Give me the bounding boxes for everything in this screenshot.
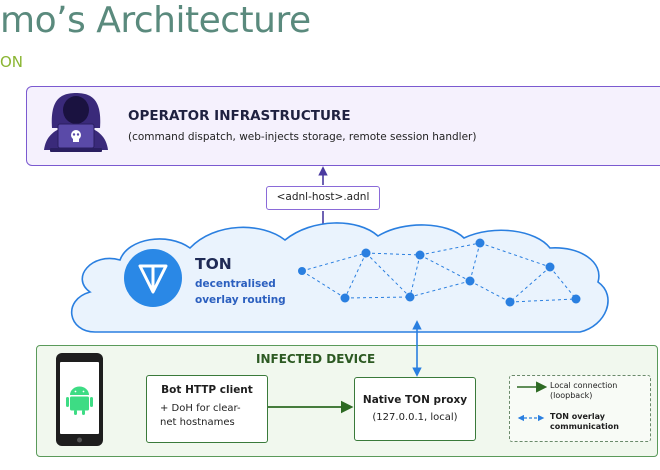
infected-device-title: INFECTED DEVICE (256, 352, 376, 366)
ton-title: TON (195, 255, 232, 273)
ton-subtitle: decentralised overlay routing (195, 278, 286, 306)
operator-title: OPERATOR INFRASTRUCTURE (128, 108, 351, 124)
overlay-node (405, 292, 415, 302)
legend-overlay-label: TON overlay communication (550, 412, 619, 431)
overlay-network (301, 242, 577, 303)
proxy-title: Native TON proxy (362, 394, 468, 406)
bot-client-subtitle: + DoH for clear- net hostnames (160, 403, 241, 428)
ton-cloud (71, 222, 609, 333)
operator-infrastructure-box (26, 86, 660, 166)
proxy-subtitle: (127.0.0.1, local) (372, 412, 458, 423)
overlay-node (361, 248, 371, 258)
legend-local-label: Local connection (loopback) (550, 381, 618, 400)
overlay-node (571, 294, 581, 304)
hacker-icon (44, 93, 108, 152)
legend (509, 375, 651, 442)
overlay-node (475, 238, 485, 248)
page-title: mo’s Architecture (0, 0, 311, 41)
overlay-node (340, 293, 350, 303)
overlay-node (415, 250, 425, 260)
overlay-node (298, 267, 306, 275)
overlay-node (545, 262, 555, 272)
native-ton-proxy-box (354, 377, 476, 441)
page-subtitle: ON (0, 53, 24, 71)
operator-subtitle: (command dispatch, web-injects storage, … (128, 131, 477, 143)
overlay-node (465, 276, 475, 286)
ton-logo-icon (124, 249, 182, 307)
bot-client-title: Bot HTTP client (161, 384, 253, 396)
android-phone-icon (56, 353, 103, 446)
adnl-host-label: <adnl-host>.adnl (266, 186, 380, 210)
bot-http-client-box (146, 375, 268, 443)
overlay-nodes (298, 238, 581, 307)
overlay-node (505, 297, 515, 307)
